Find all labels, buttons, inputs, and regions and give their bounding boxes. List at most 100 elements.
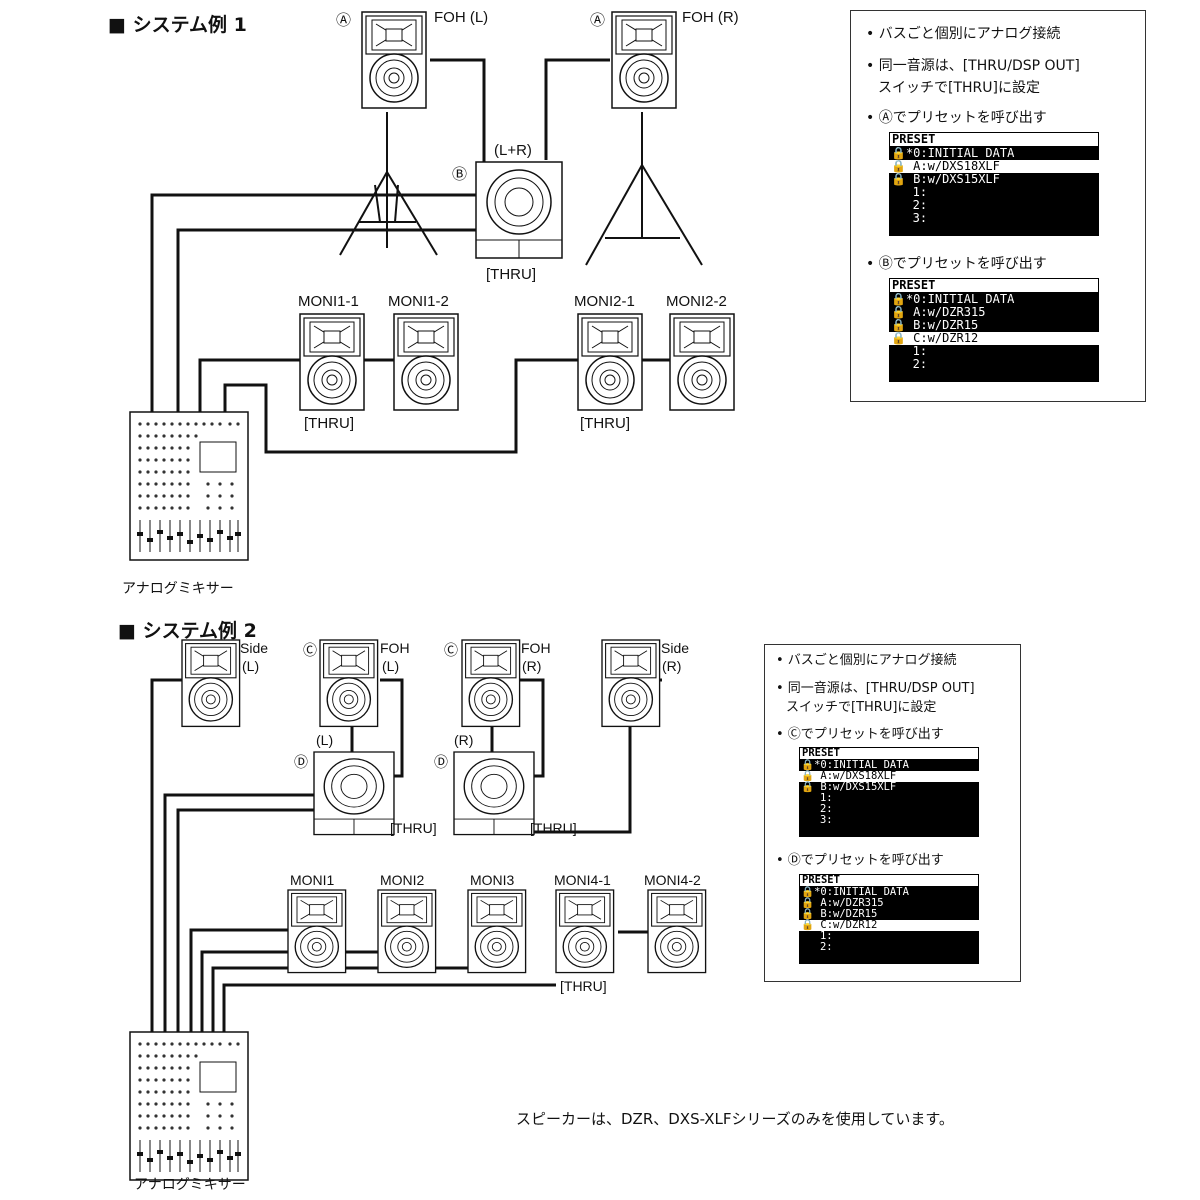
moni3-label: MONI3 xyxy=(470,872,515,888)
moni4-2-label: MONI4-2 xyxy=(644,872,701,888)
moni4-1-speaker xyxy=(555,889,615,974)
foh-l-sub-label-2: (L) xyxy=(382,658,400,674)
system2-title: ■ システム例 2 xyxy=(118,620,257,642)
preset-c-row: 🔒*0:INITIAL DATA xyxy=(801,759,909,771)
preset-display-d: PRESET 🔒*0:INITIAL DATA 🔒 A:w/DZR315 🔒 B… xyxy=(799,874,979,964)
preset-d-row: 🔒 B:w/DZR15 xyxy=(801,908,878,920)
preset-display-c: PRESET 🔒*0:INITIAL DATA 🔒 A:w/DXS18XLF 🔒… xyxy=(799,747,979,837)
s1-note-5: • Ⓑでプリセットを呼び出す xyxy=(866,256,1047,272)
preset-d-row-selected: 🔒 C:w/DZR12 xyxy=(799,920,979,931)
side-r-sub-label: (R) xyxy=(662,658,682,674)
preset-c-row: 1: xyxy=(801,792,833,804)
s2-note-4: • Ⓒでプリセットを呼び出す xyxy=(776,727,944,742)
preset-d-row: 🔒 A:w/DZR315 xyxy=(801,897,884,909)
stand-right xyxy=(585,112,703,266)
moni1-2-speaker xyxy=(393,313,459,411)
side-l-label: Side xyxy=(240,640,269,656)
preset-c-row: 3: xyxy=(801,814,833,826)
foh-l-speaker xyxy=(361,11,427,109)
s2-note-3: スイッチで[THRU]に設定 xyxy=(786,700,937,715)
preset-b-header: PRESET xyxy=(889,278,1099,293)
foh-r-speaker xyxy=(611,11,677,109)
foh-l-label: FOH (L) xyxy=(434,9,489,26)
moni1-1-label: MONI1-1 xyxy=(298,293,359,310)
lr-label: (L+R) xyxy=(494,142,532,159)
marker-b: Ⓑ xyxy=(452,166,468,183)
preset-d-row: 2: xyxy=(801,941,833,953)
s2-note-2: • 同一音源は、[THRU/DSP OUT] xyxy=(776,681,975,696)
preset-b-row: 🔒 B:w/DZR15 xyxy=(891,318,979,332)
preset-d-header: PRESET xyxy=(799,874,979,887)
moni3-speaker xyxy=(467,889,527,974)
preset-a-row: 🔒*0:INITIAL DATA xyxy=(891,146,1015,160)
moni2-2-label: MONI2-2 xyxy=(666,293,727,310)
analog-mixer-2 xyxy=(129,1031,249,1181)
preset-a-row-selected: 🔒 A:w/DXS18XLF xyxy=(889,160,1099,173)
preset-a-row: 1: xyxy=(891,185,928,199)
s1-note-2: • 同一音源は、[THRU/DSP OUT] xyxy=(866,58,1080,74)
foh-l-label-2: FOH xyxy=(380,640,410,656)
moni2-1-label: MONI2-1 xyxy=(574,293,635,310)
system1-wires xyxy=(150,58,670,454)
s1-note-1: • バスごと個別にアナログ接続 xyxy=(866,26,1061,42)
foh-l-speaker-2 xyxy=(319,639,379,728)
preset-b-row-selected: 🔒 C:w/DZR12 xyxy=(889,332,1099,345)
moni2-thru-label: [THRU] xyxy=(580,415,630,432)
s1-note-4: • Ⓐでプリセットを呼び出す xyxy=(866,110,1047,126)
moni1-2-label: MONI1-2 xyxy=(388,293,449,310)
preset-c-row: 2: xyxy=(801,803,833,815)
preset-b-row: 🔒 A:w/DZR315 xyxy=(891,305,986,319)
preset-c-row: 🔒 B:w/DXS15XLF xyxy=(801,781,897,793)
moni4-thru-label: [THRU] xyxy=(560,978,607,994)
foh-r-label: FOH (R) xyxy=(682,9,739,26)
marker-a-right: Ⓐ xyxy=(590,12,606,29)
side-r-label: Side xyxy=(661,640,690,656)
preset-a-row: 3: xyxy=(891,211,928,225)
preset-a-row: 🔒 B:w/DXS15XLF xyxy=(891,172,1000,186)
side-l-sub-label: (L) xyxy=(242,658,260,674)
moni2-2-speaker xyxy=(669,313,735,411)
preset-c-header: PRESET xyxy=(799,747,979,760)
preset-d-row: 🔒*0:INITIAL DATA xyxy=(801,886,909,898)
sub-r-label: (R) xyxy=(454,732,474,748)
side-l-speaker xyxy=(181,639,241,728)
system1-title: ■ システム例 1 xyxy=(108,14,247,36)
s1-note-3: スイッチで[THRU]に設定 xyxy=(878,80,1040,96)
moni1-speaker xyxy=(287,889,347,974)
subwoofer-d-l xyxy=(313,751,395,836)
moni2-speaker xyxy=(377,889,437,974)
stand-left xyxy=(339,112,438,256)
sub-l-thru-label: [THRU] xyxy=(390,820,437,836)
marker-c-left: Ⓒ xyxy=(303,642,317,658)
preset-a-row: 2: xyxy=(891,198,928,212)
preset-display-a: PRESET 🔒*0:INITIAL DATA 🔒 A:w/DXS18XLF 🔒… xyxy=(889,132,1099,236)
preset-a-header: PRESET xyxy=(889,132,1099,147)
preset-b-row: 2: xyxy=(891,357,928,371)
preset-display-b: PRESET 🔒*0:INITIAL DATA 🔒 A:w/DZR315 🔒 B… xyxy=(889,278,1099,382)
moni2-label: MONI2 xyxy=(380,872,425,888)
side-r-speaker xyxy=(601,639,661,728)
foh-r-label-2: FOH xyxy=(521,640,551,656)
marker-c-right: Ⓒ xyxy=(444,642,458,658)
moni2-1-speaker xyxy=(577,313,643,411)
s2-note-5: • Ⓓでプリセットを呼び出す xyxy=(776,853,944,868)
moni1-label: MONI1 xyxy=(290,872,335,888)
preset-b-row: 🔒*0:INITIAL DATA xyxy=(891,292,1015,306)
moni4-1-label: MONI4-1 xyxy=(554,872,611,888)
preset-b-row: 1: xyxy=(891,344,928,358)
moni4-2-speaker xyxy=(647,889,707,974)
s2-note-1: • バスごと個別にアナログ接続 xyxy=(776,653,957,668)
marker-d-left: Ⓓ xyxy=(294,754,308,770)
preset-d-row: 1: xyxy=(801,930,833,942)
foh-r-sub-label-2: (R) xyxy=(522,658,542,674)
subwoofer-b xyxy=(475,161,563,259)
foh-r-speaker-2 xyxy=(461,639,521,728)
analog-mixer-1 xyxy=(129,411,249,561)
sub-r-thru-label: [THRU] xyxy=(530,820,577,836)
marker-a-left: Ⓐ xyxy=(336,12,352,29)
mixer-2-label: アナログミキサー xyxy=(134,1176,246,1192)
preset-c-row-selected: 🔒 A:w/DXS18XLF xyxy=(799,771,979,782)
footnote: スピーカーは、DZR、DXS-XLFシリーズのみを使用しています。 xyxy=(516,1110,954,1128)
moni1-thru-label: [THRU] xyxy=(304,415,354,432)
